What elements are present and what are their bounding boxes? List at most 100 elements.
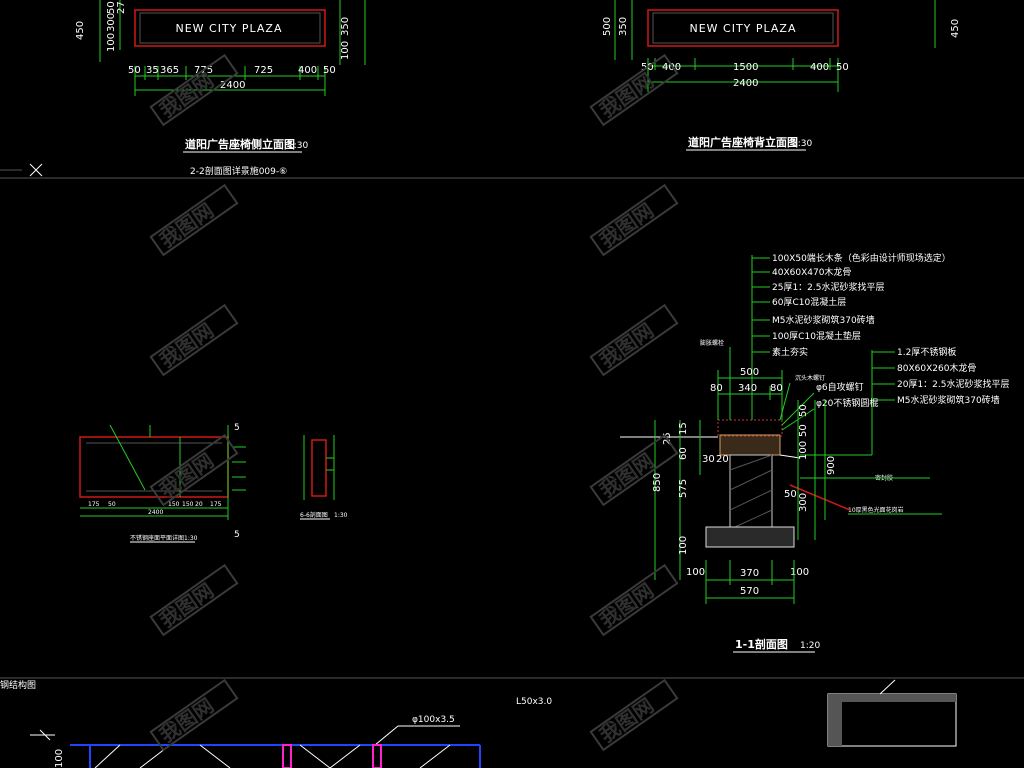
section-wall <box>729 454 773 528</box>
watermark-text: 我图网 <box>595 448 658 502</box>
sign-a-scale: 1:30 <box>288 141 308 151</box>
watermark-text: 我图网 <box>595 318 658 372</box>
sign-b-right-dim: 450 <box>950 19 961 38</box>
section-top-dim: 500 <box>740 367 759 378</box>
sign-a-bottom-dim: 725 <box>254 65 273 76</box>
section-layer-note: 25厚1：2.5水泥砂浆找平层 <box>772 281 885 293</box>
watermark-text: 我图网 <box>155 693 218 747</box>
section-layer-note: 100厚C10混凝土垫层 <box>772 330 861 342</box>
section-right-layers: 1.2厚不锈钢板 80X60X260木龙骨 20厚1：2.5水泥砂浆找平层 M5… <box>800 346 1010 456</box>
mini-section: 6-6剖面图 1:30 <box>300 435 348 520</box>
section-scale: 1:20 <box>800 641 820 651</box>
section-cap <box>719 434 781 456</box>
sign-a-left-dim: 27 <box>116 1 127 14</box>
section-layer-note: 40X60X470木龙骨 <box>772 266 851 278</box>
section-seat-top <box>717 419 783 437</box>
section-left-dim: 100 <box>686 567 705 578</box>
plan-dim: 150 <box>182 501 194 508</box>
sign-b-frame <box>647 9 839 47</box>
sign-b-left-dim: 350 <box>618 17 629 36</box>
section-left-dim: 20 <box>716 454 729 465</box>
section-bottom-dim: 370 <box>740 568 759 579</box>
sign-a-right-dim: 350 <box>340 17 351 36</box>
section-top-dim: 80 <box>710 383 723 394</box>
watermark-text: 我图网 <box>155 448 218 502</box>
section-1-1: 100X50端长木条（色彩由设计师现场选定） 40X60X470木龙骨 25厚1… <box>620 252 1010 653</box>
sign-b-scale: 1:30 <box>792 139 812 149</box>
sign-a-left-dim: 300 <box>106 13 117 32</box>
sign-b-total: 2400 <box>733 78 758 89</box>
section-right-dim: 900 <box>826 456 837 475</box>
sign-a-name: NEW CITY PLAZA <box>175 22 282 35</box>
mini-scale: 1:30 <box>334 512 348 519</box>
section-right-dim: 50 <box>784 489 797 500</box>
sign-a-left-dim: 100 <box>106 33 117 52</box>
watermark-text: 我图网 <box>595 578 658 632</box>
plan-dim: 150 <box>168 501 180 508</box>
sign-a-bottom-dim: 35 <box>146 65 159 76</box>
sign-a-left-dim: 50 <box>106 1 117 14</box>
section-callout: φ6自攻螺钉 <box>816 381 864 393</box>
sign-a-elevation: NEW CITY PLAZA 450 100 300 50 27 350 100… <box>75 0 366 177</box>
section-title: 1-1剖面图 <box>735 637 788 651</box>
section-right-dim: 50 <box>798 404 809 417</box>
section-layer-note: 100X50端长木条（色彩由设计师现场选定） <box>772 252 951 264</box>
sign-b-bottom-dim: 1500 <box>733 62 758 73</box>
sign-b-bottom-dim: 50 <box>836 62 849 73</box>
viewport-axis-icon <box>0 163 43 177</box>
section-top-dim: 80 <box>770 383 783 394</box>
section-bottom-dim: 570 <box>740 586 759 597</box>
section-right-dim: 50 <box>798 424 809 437</box>
section-top-dim: 340 <box>738 383 757 394</box>
section-right-dim: 100 <box>790 567 809 578</box>
sign-a-bottom-dim: 50 <box>323 65 336 76</box>
sign-a-bottom-dim: 400 <box>298 65 317 76</box>
section-callout: φ20不锈钢圆棍 <box>816 397 878 409</box>
watermark-text: 我图网 <box>155 578 218 632</box>
steel-frame-label: 钢结构图 <box>0 679 36 691</box>
section-left-dim: 30 <box>702 454 715 465</box>
sign-b-title: 道阳广告座椅背立面图 <box>688 135 798 149</box>
sign-a-frame <box>134 9 326 47</box>
section-layer-note: M5水泥砂浆砌筑370砖墙 <box>772 314 875 326</box>
frame-left-dim: 100 <box>54 749 65 768</box>
plan-dim: 2400 <box>148 509 163 516</box>
sign-b-inner <box>652 12 834 44</box>
section-footing <box>705 526 795 548</box>
sign-a-title: 道阳广告座椅侧立面图 <box>185 137 295 151</box>
plan-detail: 175 50 2400 150 150 20 175 5 5 不锈钢座面平面详图… <box>79 423 246 543</box>
sign-a-total: 2400 <box>220 80 245 91</box>
sign-a-bottom-dim: 50 <box>128 65 141 76</box>
tube-label: φ100x3.5 <box>412 715 455 725</box>
section-callout: 10厚黑色光面花岗岩 <box>848 506 904 514</box>
watermark-text: 我图网 <box>595 68 658 122</box>
watermark-text: 我图网 <box>155 318 218 372</box>
section-layer-note: 60厚C10混凝土层 <box>772 296 846 308</box>
section-left-dim: 850 <box>652 473 663 492</box>
sign-a-inner <box>139 12 321 44</box>
section-left-dim: 60 <box>678 447 689 460</box>
plan-side-dim: 5 <box>234 423 240 433</box>
sign-a-subtitle: 2-2剖面图详景施009-⑥ <box>190 165 287 177</box>
bottom-steel-frame: 钢结构图 L50x3.0 φ100x3.5 100 <box>0 679 957 768</box>
section-layer-note: 素土夯实 <box>772 346 808 358</box>
section-callout: 膨胀螺栓 <box>700 339 724 347</box>
watermark-text: 我图网 <box>595 198 658 252</box>
mini-outline <box>311 439 327 497</box>
mini-title: 6-6剖面图 <box>300 511 328 519</box>
sign-b-bottom-dim: 400 <box>810 62 829 73</box>
section-layer-note: M5水泥砂浆砌筑370砖墙 <box>897 394 1000 406</box>
section-layer-note: 1.2厚不锈钢板 <box>897 346 956 358</box>
sign-a-right-dim: 100 <box>340 41 351 60</box>
sign-a-bottom-dim: 365 <box>160 65 179 76</box>
plan-dim: 175 <box>210 501 222 508</box>
sign-b-bottom-dim: 400 <box>662 62 681 73</box>
plan-scale: 1:30 <box>184 535 198 542</box>
plan-dim: 175 <box>88 501 100 508</box>
plan-dim: 50 <box>108 501 116 508</box>
plan-side-dim: 5 <box>234 530 240 540</box>
sign-b-name: NEW CITY PLAZA <box>689 22 796 35</box>
watermark-text: 我图网 <box>595 693 658 747</box>
sign-b-elevation: NEW CITY PLAZA 500 350 450 50 400 1500 4… <box>602 0 961 151</box>
